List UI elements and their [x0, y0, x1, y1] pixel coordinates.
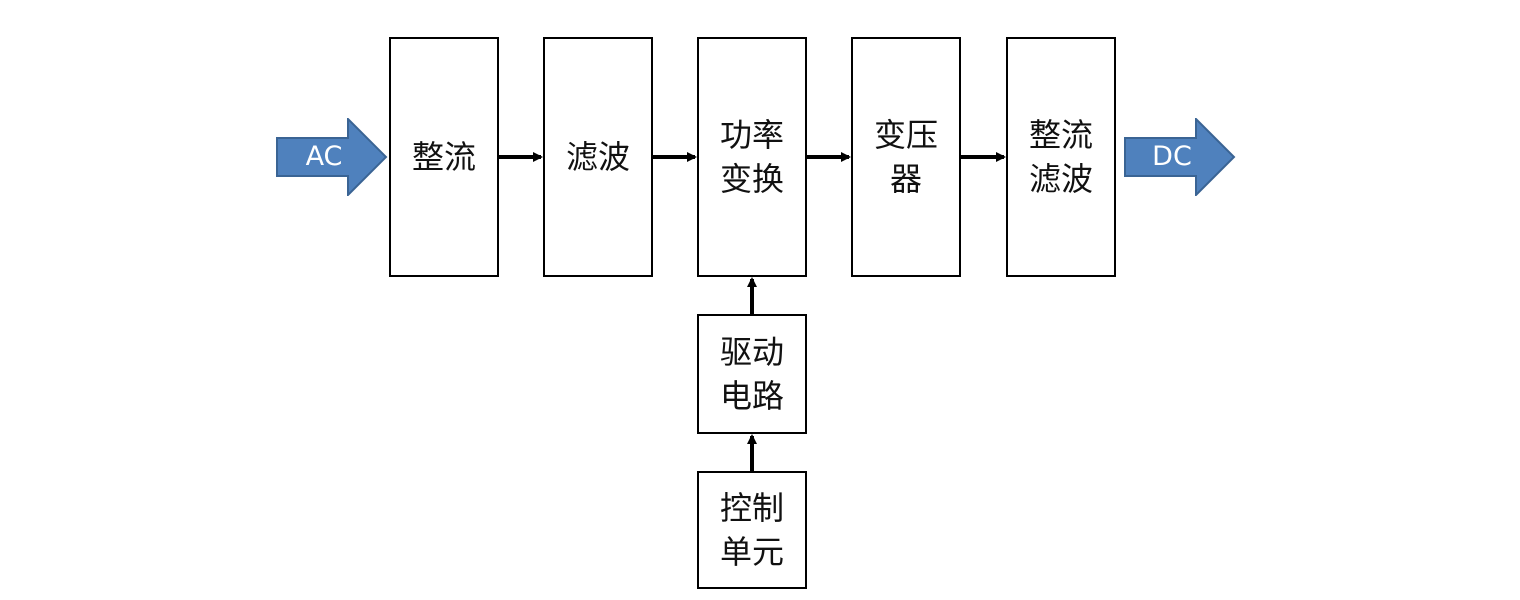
input-arrow-shape — [276, 118, 388, 196]
output-dc-arrow: DC — [1124, 118, 1236, 196]
power-conversion-block: 功率变换 — [697, 37, 807, 277]
filter-block: 滤波 — [543, 37, 653, 277]
transformer-label: 变压器 — [873, 116, 938, 198]
filter-label: 滤波 — [565, 138, 630, 176]
output-dc-label: DC — [1152, 141, 1192, 172]
rectify-filter-block: 整流滤波 — [1006, 37, 1116, 277]
rectify-label: 整流 — [411, 138, 476, 176]
input-ac-label: AC — [305, 141, 343, 172]
input-ac-arrow: AC — [276, 118, 388, 196]
transformer-block: 变压器 — [851, 37, 961, 277]
output-arrow-shape — [1124, 118, 1236, 196]
drive-circuit-label: 驱动电路 — [719, 333, 784, 415]
power-conversion-label: 功率变换 — [719, 116, 784, 198]
control-unit-block: 控制单元 — [697, 471, 807, 589]
control-unit-label: 控制单元 — [719, 489, 784, 571]
rectify-filter-label: 整流滤波 — [1028, 116, 1093, 198]
drive-circuit-block: 驱动电路 — [697, 314, 807, 434]
rectify-block: 整流 — [389, 37, 499, 277]
